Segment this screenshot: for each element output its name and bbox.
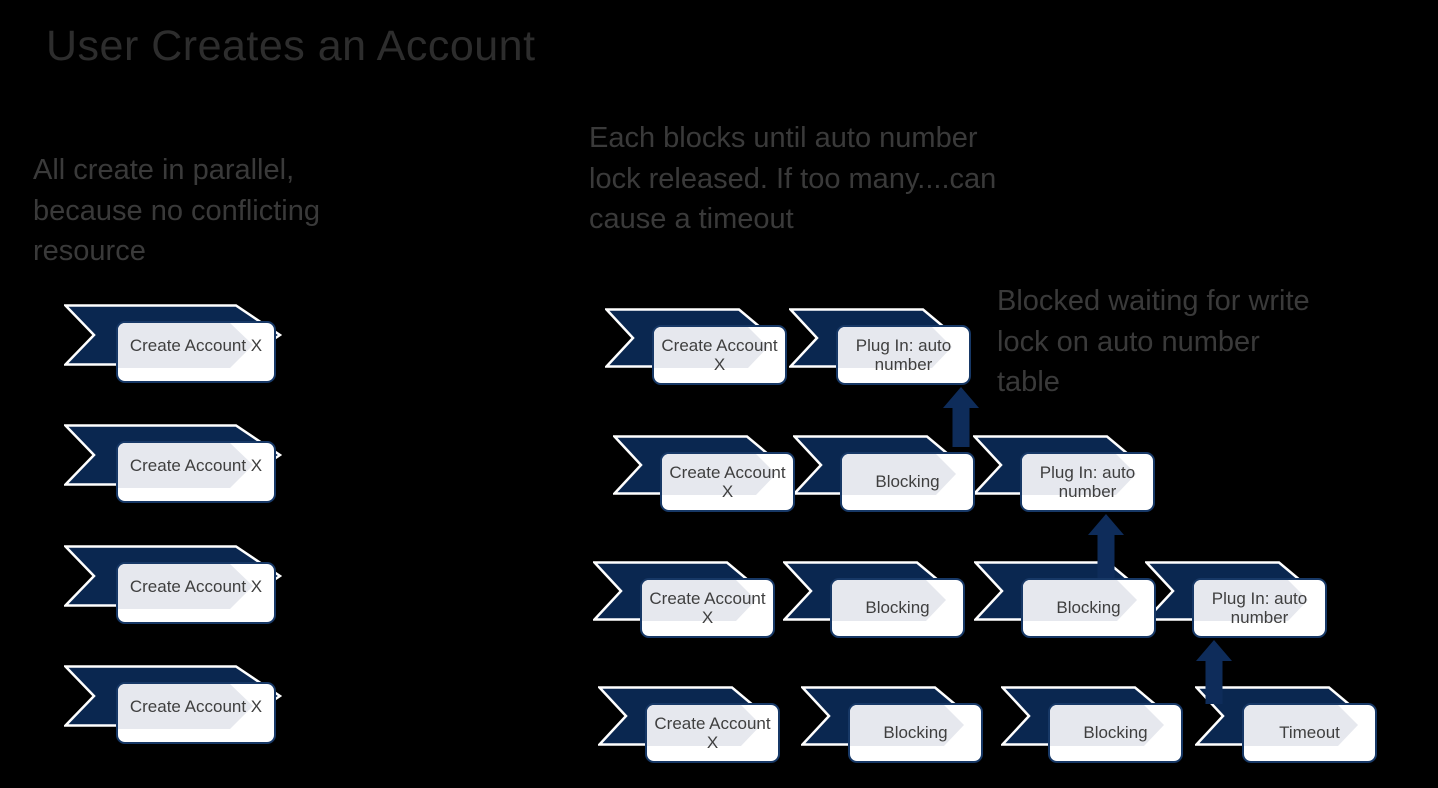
inner-chevron-shape xyxy=(118,443,253,488)
up-arrow-icon xyxy=(943,387,979,452)
inner-chevron-shape xyxy=(838,327,952,368)
inner-chevron-shape xyxy=(1050,705,1164,746)
inner-chevron-shape xyxy=(642,580,756,621)
inner-chevron-shape xyxy=(1194,580,1308,621)
step-box: Plug In: auto number xyxy=(1020,452,1155,512)
inner-chevron-shape xyxy=(118,564,253,609)
inner-chevron-shape xyxy=(1244,705,1358,746)
step-box: Blocking xyxy=(830,578,965,638)
inner-chevron-shape xyxy=(850,705,964,746)
inner-chevron-shape xyxy=(647,705,761,746)
step-label: Create Account X xyxy=(129,696,263,716)
step-box: Create Account X xyxy=(116,441,276,503)
step-label: Blocking xyxy=(865,598,930,618)
inner-chevron-shape xyxy=(654,327,768,368)
step-label: Create Account X xyxy=(129,335,263,355)
step-label: Timeout xyxy=(1279,723,1340,743)
step-label: Create Account X xyxy=(649,588,766,627)
step-box: Blocking xyxy=(848,703,983,763)
note-blocked-waiting: Blocked waiting for write lock on auto n… xyxy=(997,285,1310,399)
step-label: Blocking xyxy=(1083,723,1148,743)
step-label: Blocking xyxy=(883,723,948,743)
step-box: Create Account X xyxy=(660,452,795,512)
step-box: Create Account X xyxy=(116,682,276,744)
step-label: Create Account X xyxy=(129,455,263,475)
note-parallel-create: All create in parallel, because no confl… xyxy=(33,154,320,268)
step-box: Timeout xyxy=(1242,703,1377,763)
step-box: Create Account X xyxy=(645,703,780,763)
step-label: Create Account X xyxy=(661,335,778,374)
step-label: Plug In: auto number xyxy=(855,335,952,374)
inner-chevron-shape xyxy=(118,684,253,729)
step-label: Blocking xyxy=(875,472,940,492)
note-blocks-timeout: Each blocks until auto number lock relea… xyxy=(589,122,997,236)
step-box: Plug In: auto number xyxy=(836,325,971,385)
step-label: Create Account X xyxy=(129,576,263,596)
step-label: Plug In: auto number xyxy=(1211,588,1308,627)
up-arrow-icon xyxy=(1088,514,1124,583)
inner-chevron-shape xyxy=(662,454,776,495)
inner-chevron-shape xyxy=(1022,454,1136,495)
step-box: Blocking xyxy=(840,452,975,512)
step-label: Create Account X xyxy=(669,462,786,501)
step-box: Blocking xyxy=(1048,703,1183,763)
step-box: Plug In: auto number xyxy=(1192,578,1327,638)
step-label: Plug In: auto number xyxy=(1039,462,1136,501)
inner-chevron-shape xyxy=(842,454,956,495)
inner-chevron-shape xyxy=(118,323,253,368)
inner-chevron-shape xyxy=(1023,580,1137,621)
slide-title: User Creates an Account xyxy=(46,22,536,70)
inner-chevron-shape xyxy=(832,580,946,621)
step-box: Blocking xyxy=(1021,578,1156,638)
step-box: Create Account X xyxy=(640,578,775,638)
step-box: Create Account X xyxy=(652,325,787,385)
step-label: Blocking xyxy=(1056,598,1121,618)
step-label: Create Account X xyxy=(654,713,771,752)
up-arrow-icon xyxy=(1196,640,1232,709)
step-box: Create Account X xyxy=(116,321,276,383)
step-box: Create Account X xyxy=(116,562,276,624)
